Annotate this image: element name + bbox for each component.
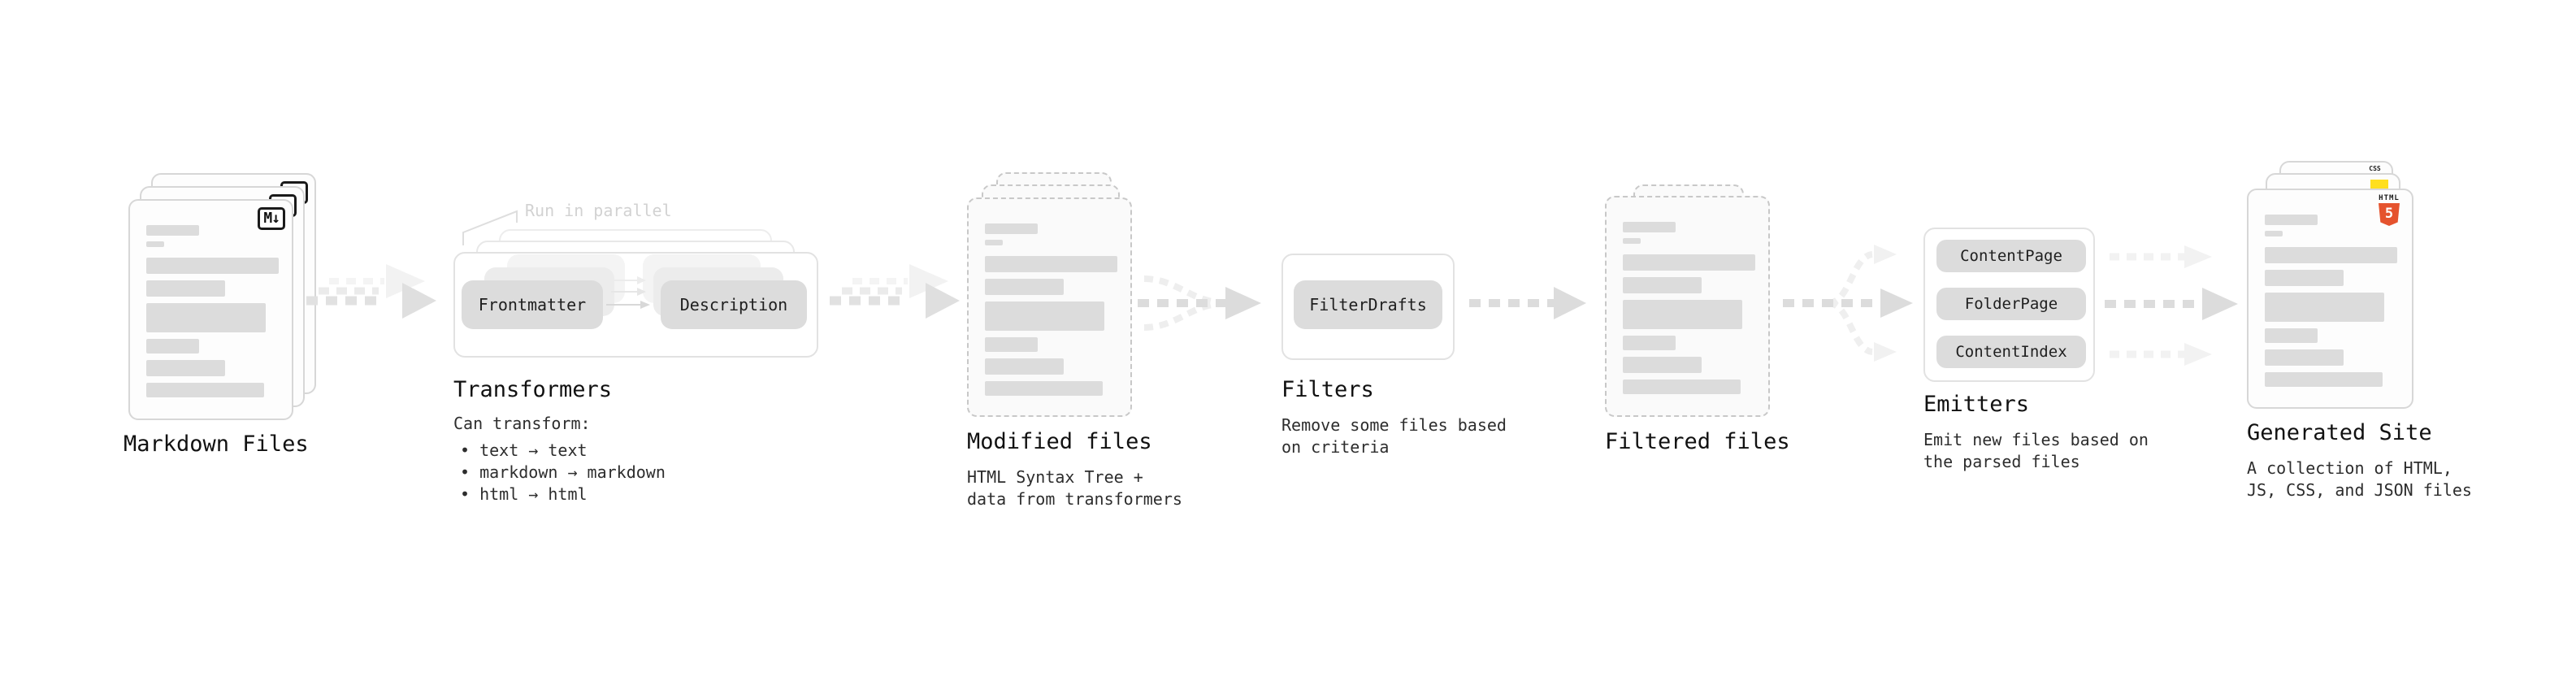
modified-file-card-front: [967, 197, 1132, 417]
placeholder-bar: [2265, 372, 2383, 387]
filtered-files-title: Filtered files: [1605, 429, 1790, 454]
transformer-bullet: • text → text: [460, 440, 588, 460]
js-badge-icon: [2370, 180, 2388, 189]
placeholder-bar: [985, 223, 1038, 234]
contentindex-pill: ContentIndex: [1936, 336, 2086, 368]
contentpage-pill: ContentPage: [1936, 240, 2086, 272]
html5-badge-label: HTML: [2379, 194, 2400, 202]
generated-site-title: Generated Site: [2247, 420, 2432, 445]
markdown-files-title: Markdown Files: [124, 432, 309, 457]
css-badge-label: CSS: [2369, 165, 2381, 172]
run-in-parallel-label: Run in parallel: [525, 201, 672, 220]
filterdrafts-pill: FilterDrafts: [1294, 280, 1442, 329]
placeholder-bar: [2265, 215, 2318, 225]
placeholder-bar: [985, 358, 1064, 375]
placeholder-bar: [985, 240, 1003, 245]
transformer-bullet: • markdown → markdown: [460, 462, 666, 482]
placeholder-bar: [146, 339, 199, 354]
markdown-icon: M↓: [258, 207, 285, 230]
placeholder-bar: [1623, 300, 1742, 329]
placeholder-bar: [146, 360, 225, 376]
arrow-markdown-to-transformers: [306, 264, 436, 319]
placeholder-bar: [146, 383, 264, 397]
arrow-modified-to-filters: [1138, 275, 1261, 331]
filters-title: Filters: [1281, 377, 1374, 402]
filters-desc: Remove some files based on criteria: [1281, 415, 1507, 457]
placeholder-bar: [985, 279, 1064, 295]
placeholder-bar: [2265, 231, 2283, 236]
arrow-emitters-to-site-middle: [2105, 288, 2238, 320]
html5-shield: 5: [2379, 203, 2400, 226]
annotation-leader-line: [462, 210, 518, 245]
placeholder-bar: [146, 258, 279, 274]
filtered-file-card-front: [1605, 196, 1770, 417]
arrow-filtered-to-emitters: [1783, 245, 1913, 362]
transformers-desc: Can transform:: [453, 414, 591, 433]
folderpage-pill: FolderPage: [1936, 288, 2086, 320]
placeholder-bar: [146, 225, 199, 236]
placeholder-bar: [1623, 336, 1676, 350]
markdown-file-card-front: M↓: [128, 199, 293, 420]
site-file-card-html: HTML 5: [2247, 189, 2413, 409]
description-pill: Description: [661, 280, 807, 329]
placeholder-bar: [1623, 277, 1702, 293]
emitters-title: Emitters: [1923, 392, 2030, 417]
placeholder-bar: [2265, 328, 2318, 343]
placeholder-bar: [146, 241, 164, 247]
placeholder-bar: [1623, 222, 1676, 232]
emitters-desc: Emit new files based on the parsed files: [1923, 430, 2149, 471]
arrow-emitters-to-site-bottom: [2110, 343, 2212, 366]
emitters-box: ContentPage FolderPage ContentIndex: [1923, 228, 2095, 382]
placeholder-bar: [2265, 270, 2344, 286]
placeholder-bar: [985, 256, 1117, 272]
placeholder-bar: [985, 381, 1103, 396]
generated-site-desc: A collection of HTML, JS, CSS, and JSON …: [2247, 458, 2472, 500]
placeholder-bar: [1623, 254, 1755, 271]
placeholder-bar: [146, 303, 266, 332]
placeholder-bar: [2265, 293, 2384, 322]
pill-arrows-icon: [606, 276, 650, 309]
arrow-emitters-to-site-top: [2110, 245, 2212, 268]
placeholder-bar: [1623, 357, 1702, 373]
modified-files-desc: HTML Syntax Tree + data from transformer…: [967, 467, 1182, 509]
frontmatter-pill: Frontmatter: [462, 280, 603, 329]
placeholder-bar: [2265, 349, 2344, 366]
placeholder-bar: [985, 301, 1104, 331]
placeholder-bar: [1623, 238, 1641, 244]
html5-badge-icon: HTML 5: [2374, 194, 2404, 226]
placeholder-bar: [985, 337, 1038, 352]
placeholder-bar: [1623, 380, 1741, 394]
transformers-title: Transformers: [453, 377, 613, 402]
placeholder-bar: [146, 280, 225, 297]
arrow-filters-to-filtered: [1469, 287, 1586, 319]
arrow-transformers-to-modified: [830, 264, 960, 319]
transformer-bullet: • html → html: [460, 484, 588, 504]
placeholder-bar: [2265, 247, 2397, 263]
modified-files-title: Modified files: [967, 429, 1152, 454]
